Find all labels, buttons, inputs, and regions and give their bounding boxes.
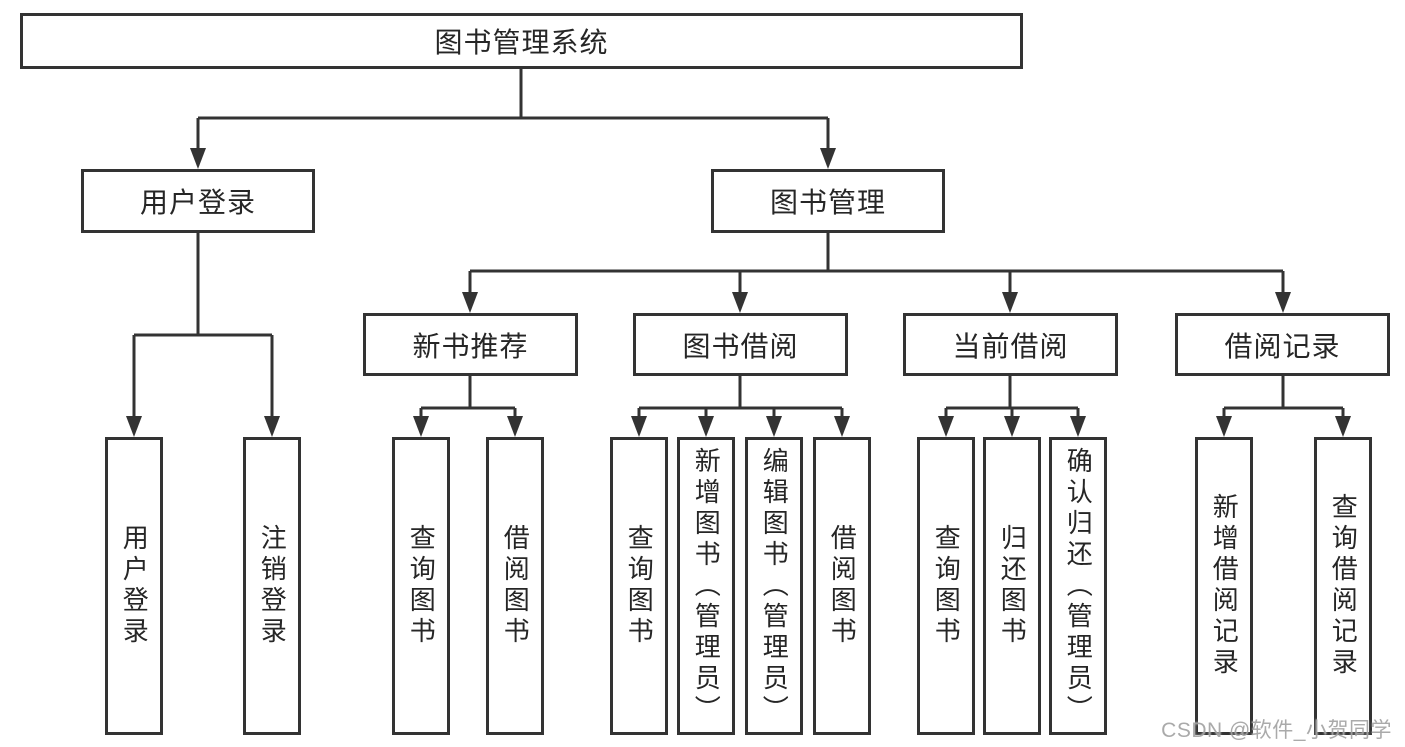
leaf-query-books-borrow: 查询图书 xyxy=(610,437,668,735)
leaf-borrow-books-recommend-label: 借阅图书 xyxy=(500,524,531,648)
node-book-management-label: 图书管理 xyxy=(769,187,886,218)
node-book-borrow-label: 图书借阅 xyxy=(682,330,799,362)
leaf-user-login: 用户登录 xyxy=(105,437,163,735)
leaf-query-books-recommend: 查询图书 xyxy=(392,437,450,735)
leaf-edit-book-admin: 编辑图书（管理员） xyxy=(745,437,803,735)
leaf-borrow-books-label: 借阅图书 xyxy=(827,524,858,648)
leaf-borrow-books: 借阅图书 xyxy=(813,437,871,735)
node-current-borrow-label: 当前借阅 xyxy=(952,330,1069,362)
node-root-label: 图书管理系统 xyxy=(434,27,609,58)
leaf-user-login-label: 用户登录 xyxy=(119,524,150,648)
node-user-login-label: 用户登录 xyxy=(139,187,256,218)
node-borrow-records: 借阅记录 xyxy=(1175,313,1390,376)
leaf-add-book-admin: 新增图书（管理员） xyxy=(677,437,735,735)
node-new-book-recommend-label: 新书推荐 xyxy=(412,330,529,362)
leaf-add-borrow-record-label: 新增借阅记录 xyxy=(1209,493,1240,679)
node-borrow-records-label: 借阅记录 xyxy=(1224,330,1341,362)
leaf-add-book-admin-label: 新增图书（管理员） xyxy=(691,446,722,726)
node-new-book-recommend: 新书推荐 xyxy=(363,313,578,376)
leaf-edit-book-admin-label: 编辑图书（管理员） xyxy=(759,446,790,726)
node-user-login: 用户登录 xyxy=(81,169,315,233)
csdn-watermark: CSDN @软件_小贺同学 xyxy=(1161,719,1392,742)
leaf-confirm-return-admin: 确认归还（管理员） xyxy=(1049,437,1107,735)
leaf-return-books: 归还图书 xyxy=(983,437,1041,735)
node-root: 图书管理系统 xyxy=(20,13,1023,69)
leaf-logout-label: 注销登录 xyxy=(257,524,288,648)
leaf-add-borrow-record: 新增借阅记录 xyxy=(1195,437,1253,735)
leaf-query-books-borrow-label: 查询图书 xyxy=(624,524,655,648)
leaf-query-books-current-label: 查询图书 xyxy=(931,524,962,648)
leaf-query-books-current: 查询图书 xyxy=(917,437,975,735)
leaf-logout: 注销登录 xyxy=(243,437,301,735)
leaf-query-borrow-record-label: 查询借阅记录 xyxy=(1328,493,1359,679)
leaf-query-borrow-record: 查询借阅记录 xyxy=(1314,437,1372,735)
leaf-borrow-books-recommend: 借阅图书 xyxy=(486,437,544,735)
leaf-query-books-recommend-label: 查询图书 xyxy=(406,524,437,648)
leaf-confirm-return-admin-label: 确认归还（管理员） xyxy=(1063,446,1094,726)
leaf-return-books-label: 归还图书 xyxy=(997,524,1028,648)
node-current-borrow: 当前借阅 xyxy=(903,313,1118,376)
node-book-borrow: 图书借阅 xyxy=(633,313,848,376)
node-book-management: 图书管理 xyxy=(711,169,945,233)
